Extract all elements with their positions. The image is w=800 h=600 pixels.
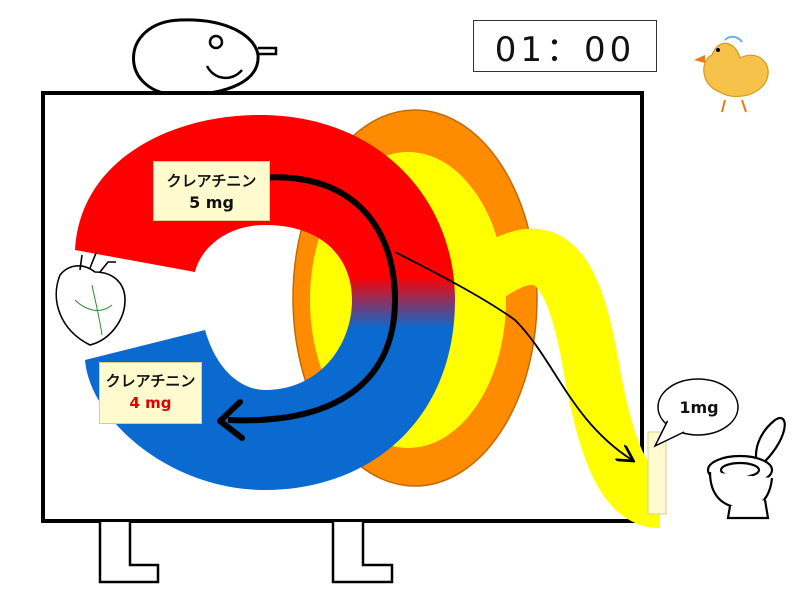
creatinine-in-amount: 5 mg xyxy=(189,193,234,212)
urine-amount: 1mg xyxy=(679,398,719,417)
creatinine-out-name: クレアチニン xyxy=(105,372,196,390)
creatinine-in-label: クレアチニン 5 mg xyxy=(153,161,270,221)
creatinine-out-label: クレアチニン 4 mg xyxy=(99,362,202,424)
heart-icon xyxy=(55,252,126,346)
creatinine-in-name: クレアチニン xyxy=(166,172,257,190)
ureter-end xyxy=(647,431,667,515)
toilet-icon xyxy=(706,417,786,520)
filtration-arrow xyxy=(394,251,632,460)
face-icon xyxy=(132,18,278,97)
blood-flow-arrow xyxy=(227,174,399,424)
right-leg xyxy=(331,522,394,584)
ureter xyxy=(450,228,663,528)
urine-bubble xyxy=(653,378,739,448)
creatinine-out-amount: 4 mg xyxy=(129,394,172,412)
timer: 01：00 xyxy=(473,20,657,72)
left-leg xyxy=(98,522,160,584)
chick-icon xyxy=(694,35,769,113)
blood-flow-arrowhead xyxy=(217,399,245,441)
